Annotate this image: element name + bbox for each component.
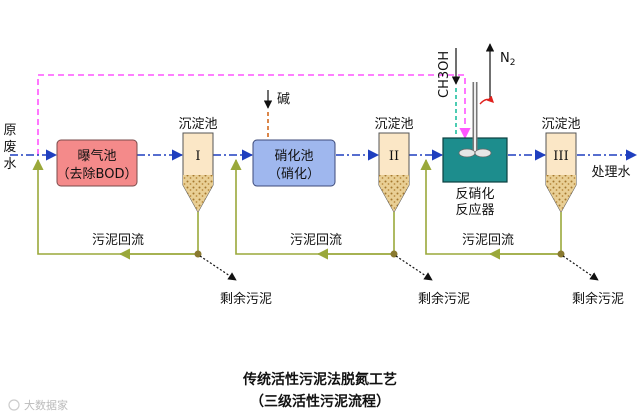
diagram-subtitle: （三级活性污泥流程） [250, 393, 390, 410]
clarifier-2: 沉淀池 II [374, 117, 414, 214]
sludge-return-label-1: 污泥回流 [92, 233, 144, 248]
clarifier-3-numeral: III [553, 149, 568, 164]
alkali-dosing: 碱 [263, 90, 290, 139]
excess-sludge-2: 剩余污泥 [390, 250, 470, 307]
sludge-return-label-2: 污泥回流 [290, 233, 342, 248]
clarifier-2-numeral: II [389, 149, 399, 164]
clarifier-1: 沉淀池 I [178, 117, 218, 214]
watermark-text: 大数据家 [24, 398, 68, 412]
excess-sludge-3: 剩余污泥 [557, 250, 624, 307]
excess-sludge-label-2: 剩余污泥 [418, 291, 470, 307]
excess-sludge-label-1: 剩余污泥 [220, 291, 272, 307]
sludge-return-2: 污泥回流 [230, 158, 395, 260]
bypass-line [37, 74, 471, 155]
nitrification-tank-label: 硝化池 [274, 149, 313, 164]
outlet-label: 处理水 [591, 165, 630, 180]
methanol-dosing: CH3OH [437, 48, 461, 137]
clarifier-2-label: 沉淀池 [374, 117, 413, 132]
alkali-label: 碱 [277, 92, 290, 107]
aeration-tank-label: 曝气池 [77, 148, 116, 164]
nitrogen-release: N2 [479, 43, 515, 105]
aeration-tank-sublabel: （去除BOD） [57, 167, 138, 182]
svg-text:原废水: 原废水 [3, 123, 16, 172]
nitrification-tank: 硝化池 （硝化） [252, 139, 336, 187]
inlet-label: 原废水 [3, 123, 16, 172]
reactor-sublabel: 反应器 [455, 202, 494, 218]
clarifier-1-label: 沉淀池 [178, 117, 217, 132]
reactor-label: 反硝化 [455, 187, 494, 202]
clarifier-3-label: 沉淀池 [541, 117, 580, 132]
nitrogen-label: N2 [500, 51, 515, 68]
methanol-label: CH3OH [437, 51, 452, 98]
excess-sludge-1: 剩余污泥 [194, 250, 272, 307]
watermark: 大数据家 [8, 398, 68, 412]
aeration-tank: 曝气池 （去除BOD） [56, 139, 138, 187]
sludge-return-1: 污泥回流 [32, 158, 199, 260]
clarifier-1-numeral: I [195, 149, 200, 164]
sludge-return-label-3: 污泥回流 [462, 233, 514, 248]
denitrification-reactor: 反硝化 反应器 [442, 82, 508, 218]
excess-sludge-label-3: 剩余污泥 [572, 291, 624, 307]
clarifier-3: 沉淀池 III [541, 117, 581, 214]
sludge-return-3: 污泥回流 [420, 158, 562, 260]
diagram-title: 传统活性污泥法脱氮工艺 [242, 371, 397, 388]
watermark-icon [8, 399, 20, 411]
nitrification-tank-sublabel: （硝化） [268, 167, 320, 182]
